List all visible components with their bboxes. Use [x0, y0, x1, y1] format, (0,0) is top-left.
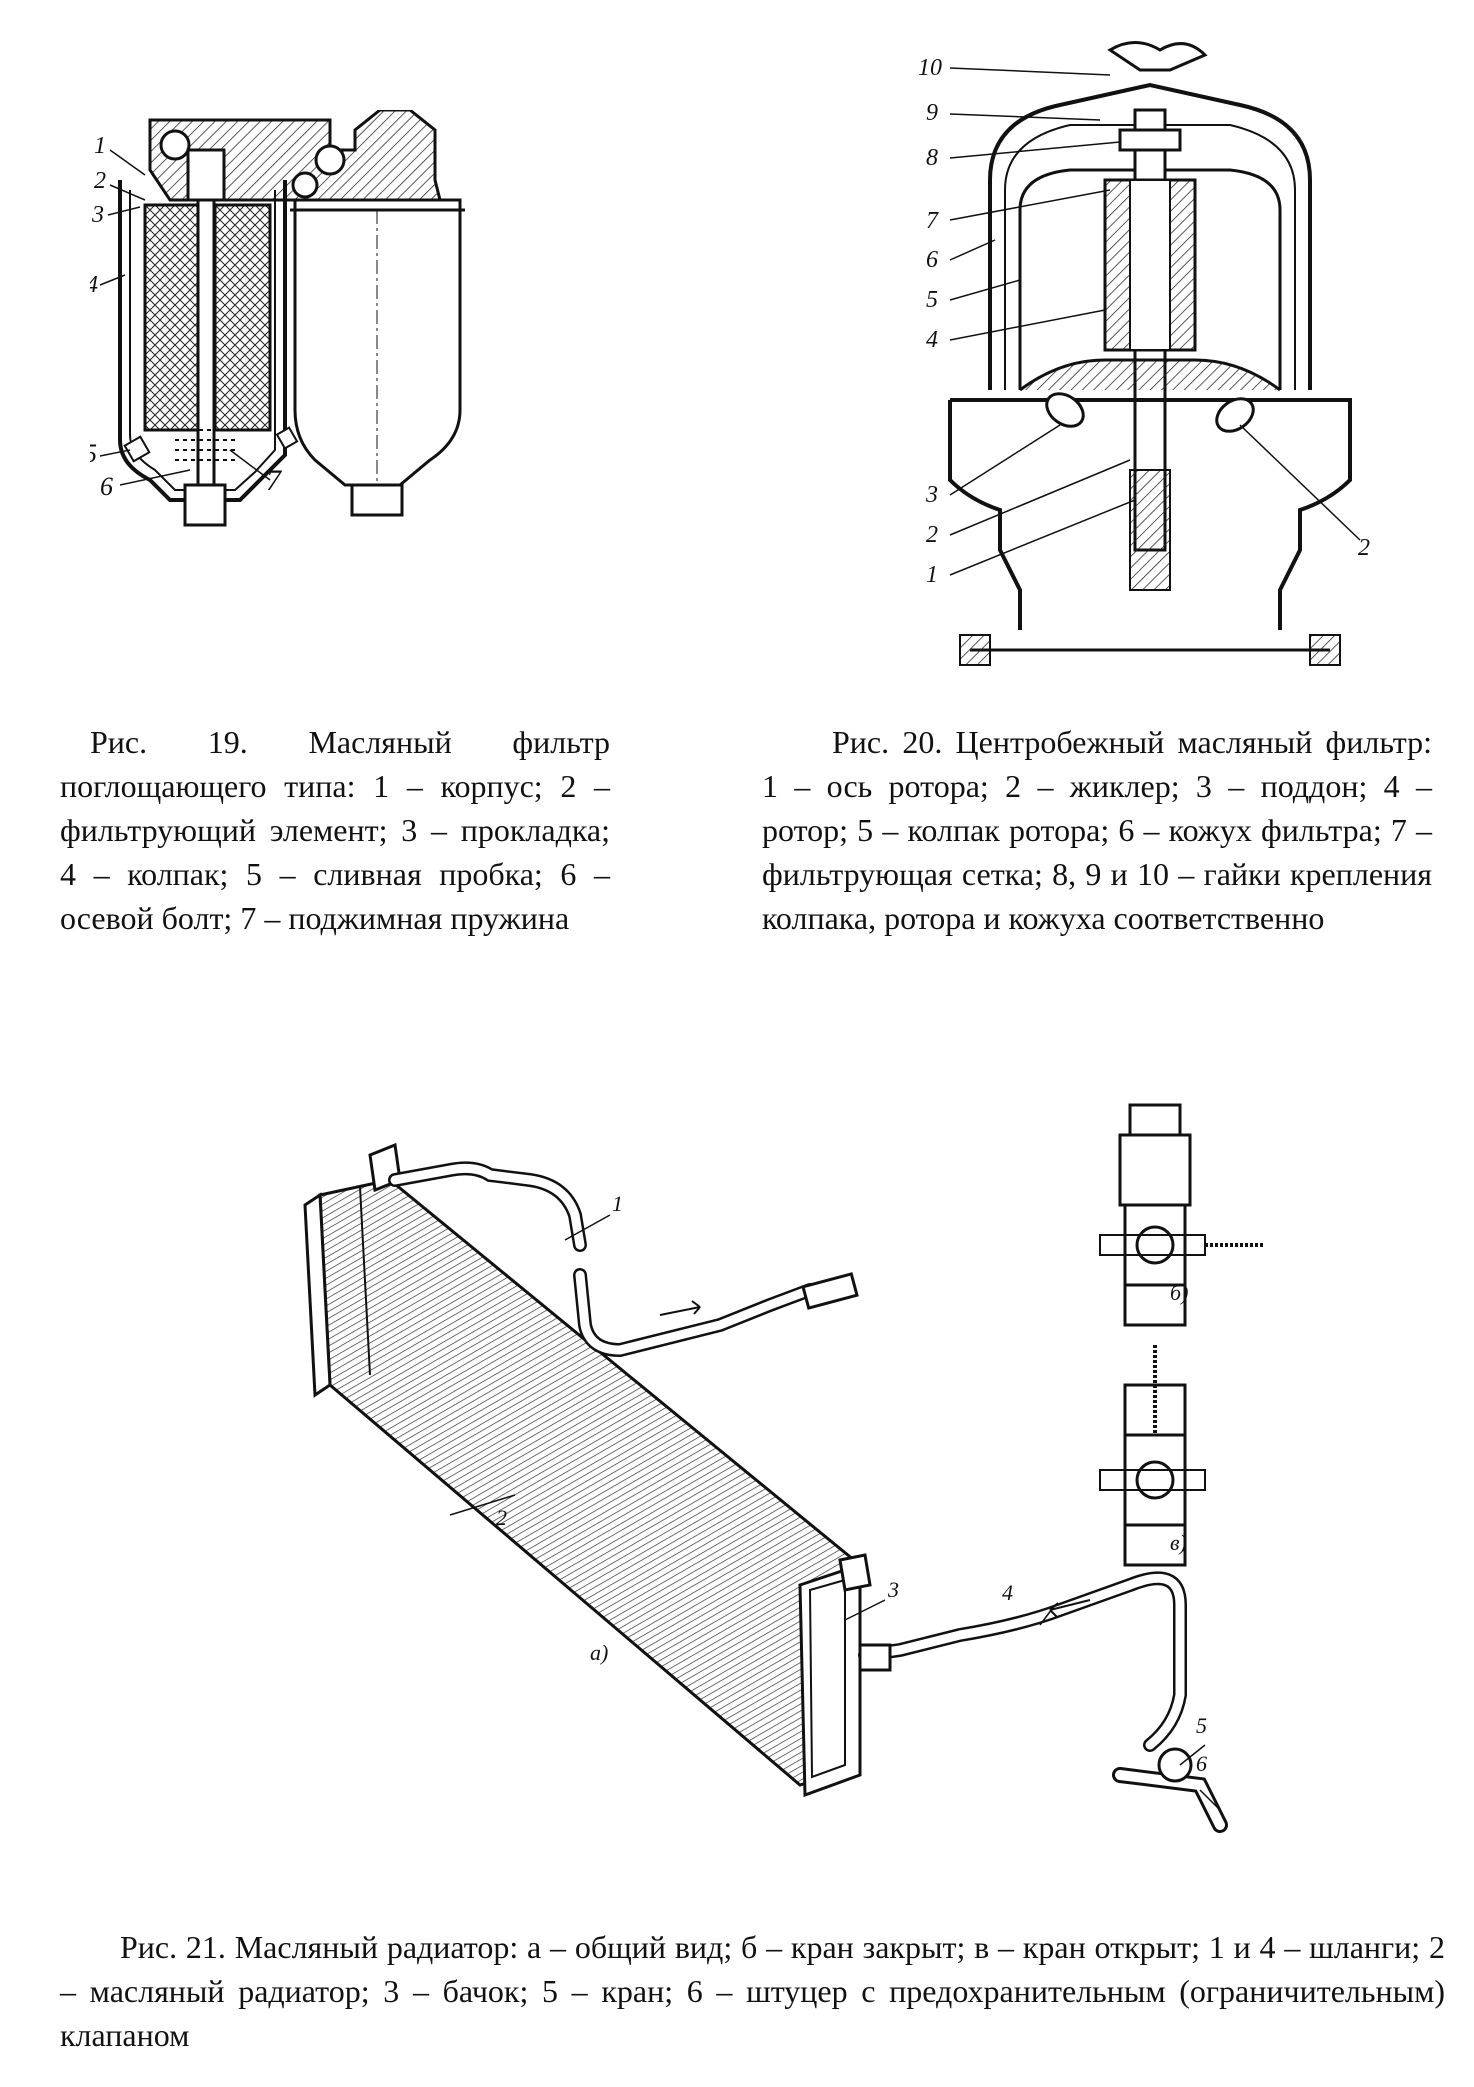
- callout-4: 4: [1002, 1580, 1013, 1605]
- oil-filter-absorption-drawing: 1 2 3 4 5 6 7: [90, 110, 465, 527]
- callout-4: 4: [90, 272, 98, 298]
- valve-open-detail: [1099, 1345, 1206, 1567]
- callout-5: 5: [926, 287, 938, 313]
- callout-2-left: 2: [926, 522, 938, 548]
- view-label-a: а): [590, 1640, 608, 1665]
- figure-20-drawing: 10 9 8 7 6 5 4 3 2 1 2: [910, 30, 1380, 690]
- callout-1: 1: [926, 562, 938, 588]
- figure-21-drawing: 1 2 3 4 5 6 а) б) в): [300, 1085, 1320, 1875]
- figure-21-caption: Рис. 21. Масляный радиатор: а – общий ви…: [60, 1929, 1445, 2053]
- view-label-v: в): [1170, 1530, 1187, 1555]
- callout-3: 3: [887, 1577, 899, 1602]
- callout-6: 6: [100, 472, 113, 501]
- valve-closed-detail: [1099, 1103, 1265, 1327]
- callout-2-right: 2: [1358, 535, 1370, 561]
- callout-3: 3: [91, 202, 104, 228]
- callout-7: 7: [926, 208, 939, 234]
- callout-5: 5: [90, 439, 97, 468]
- callout-1: 1: [94, 133, 106, 159]
- view-label-b: б): [1170, 1280, 1188, 1305]
- callout-6: 6: [926, 247, 938, 273]
- figure-19-caption: Рис. 19. Масляный фильтр поглощающего ти…: [60, 724, 610, 936]
- callout-3: 3: [925, 482, 938, 508]
- callout-2: 2: [496, 1505, 507, 1530]
- callout-6: 6: [1196, 1751, 1207, 1776]
- callout-10: 10: [918, 55, 942, 81]
- centrifugal-oil-filter-drawing: 10 9 8 7 6 5 4 3 2 1 2: [918, 41, 1370, 666]
- callout-5: 5: [1196, 1713, 1207, 1738]
- callout-1: 1: [612, 1191, 623, 1216]
- oil-radiator-drawing: 1 2 3 4 5 6 а) б) в): [303, 1103, 1265, 1833]
- callout-8: 8: [926, 145, 938, 171]
- callout-7: 7: [266, 464, 283, 497]
- callout-4: 4: [926, 327, 938, 353]
- figure-19-drawing: 1 2 3 4 5 6 7: [90, 110, 620, 670]
- figure-20-caption: Рис. 20. Центробежный масляный фильтр: 1…: [762, 724, 1432, 936]
- callout-2: 2: [94, 168, 106, 194]
- callout-9: 9: [926, 100, 938, 126]
